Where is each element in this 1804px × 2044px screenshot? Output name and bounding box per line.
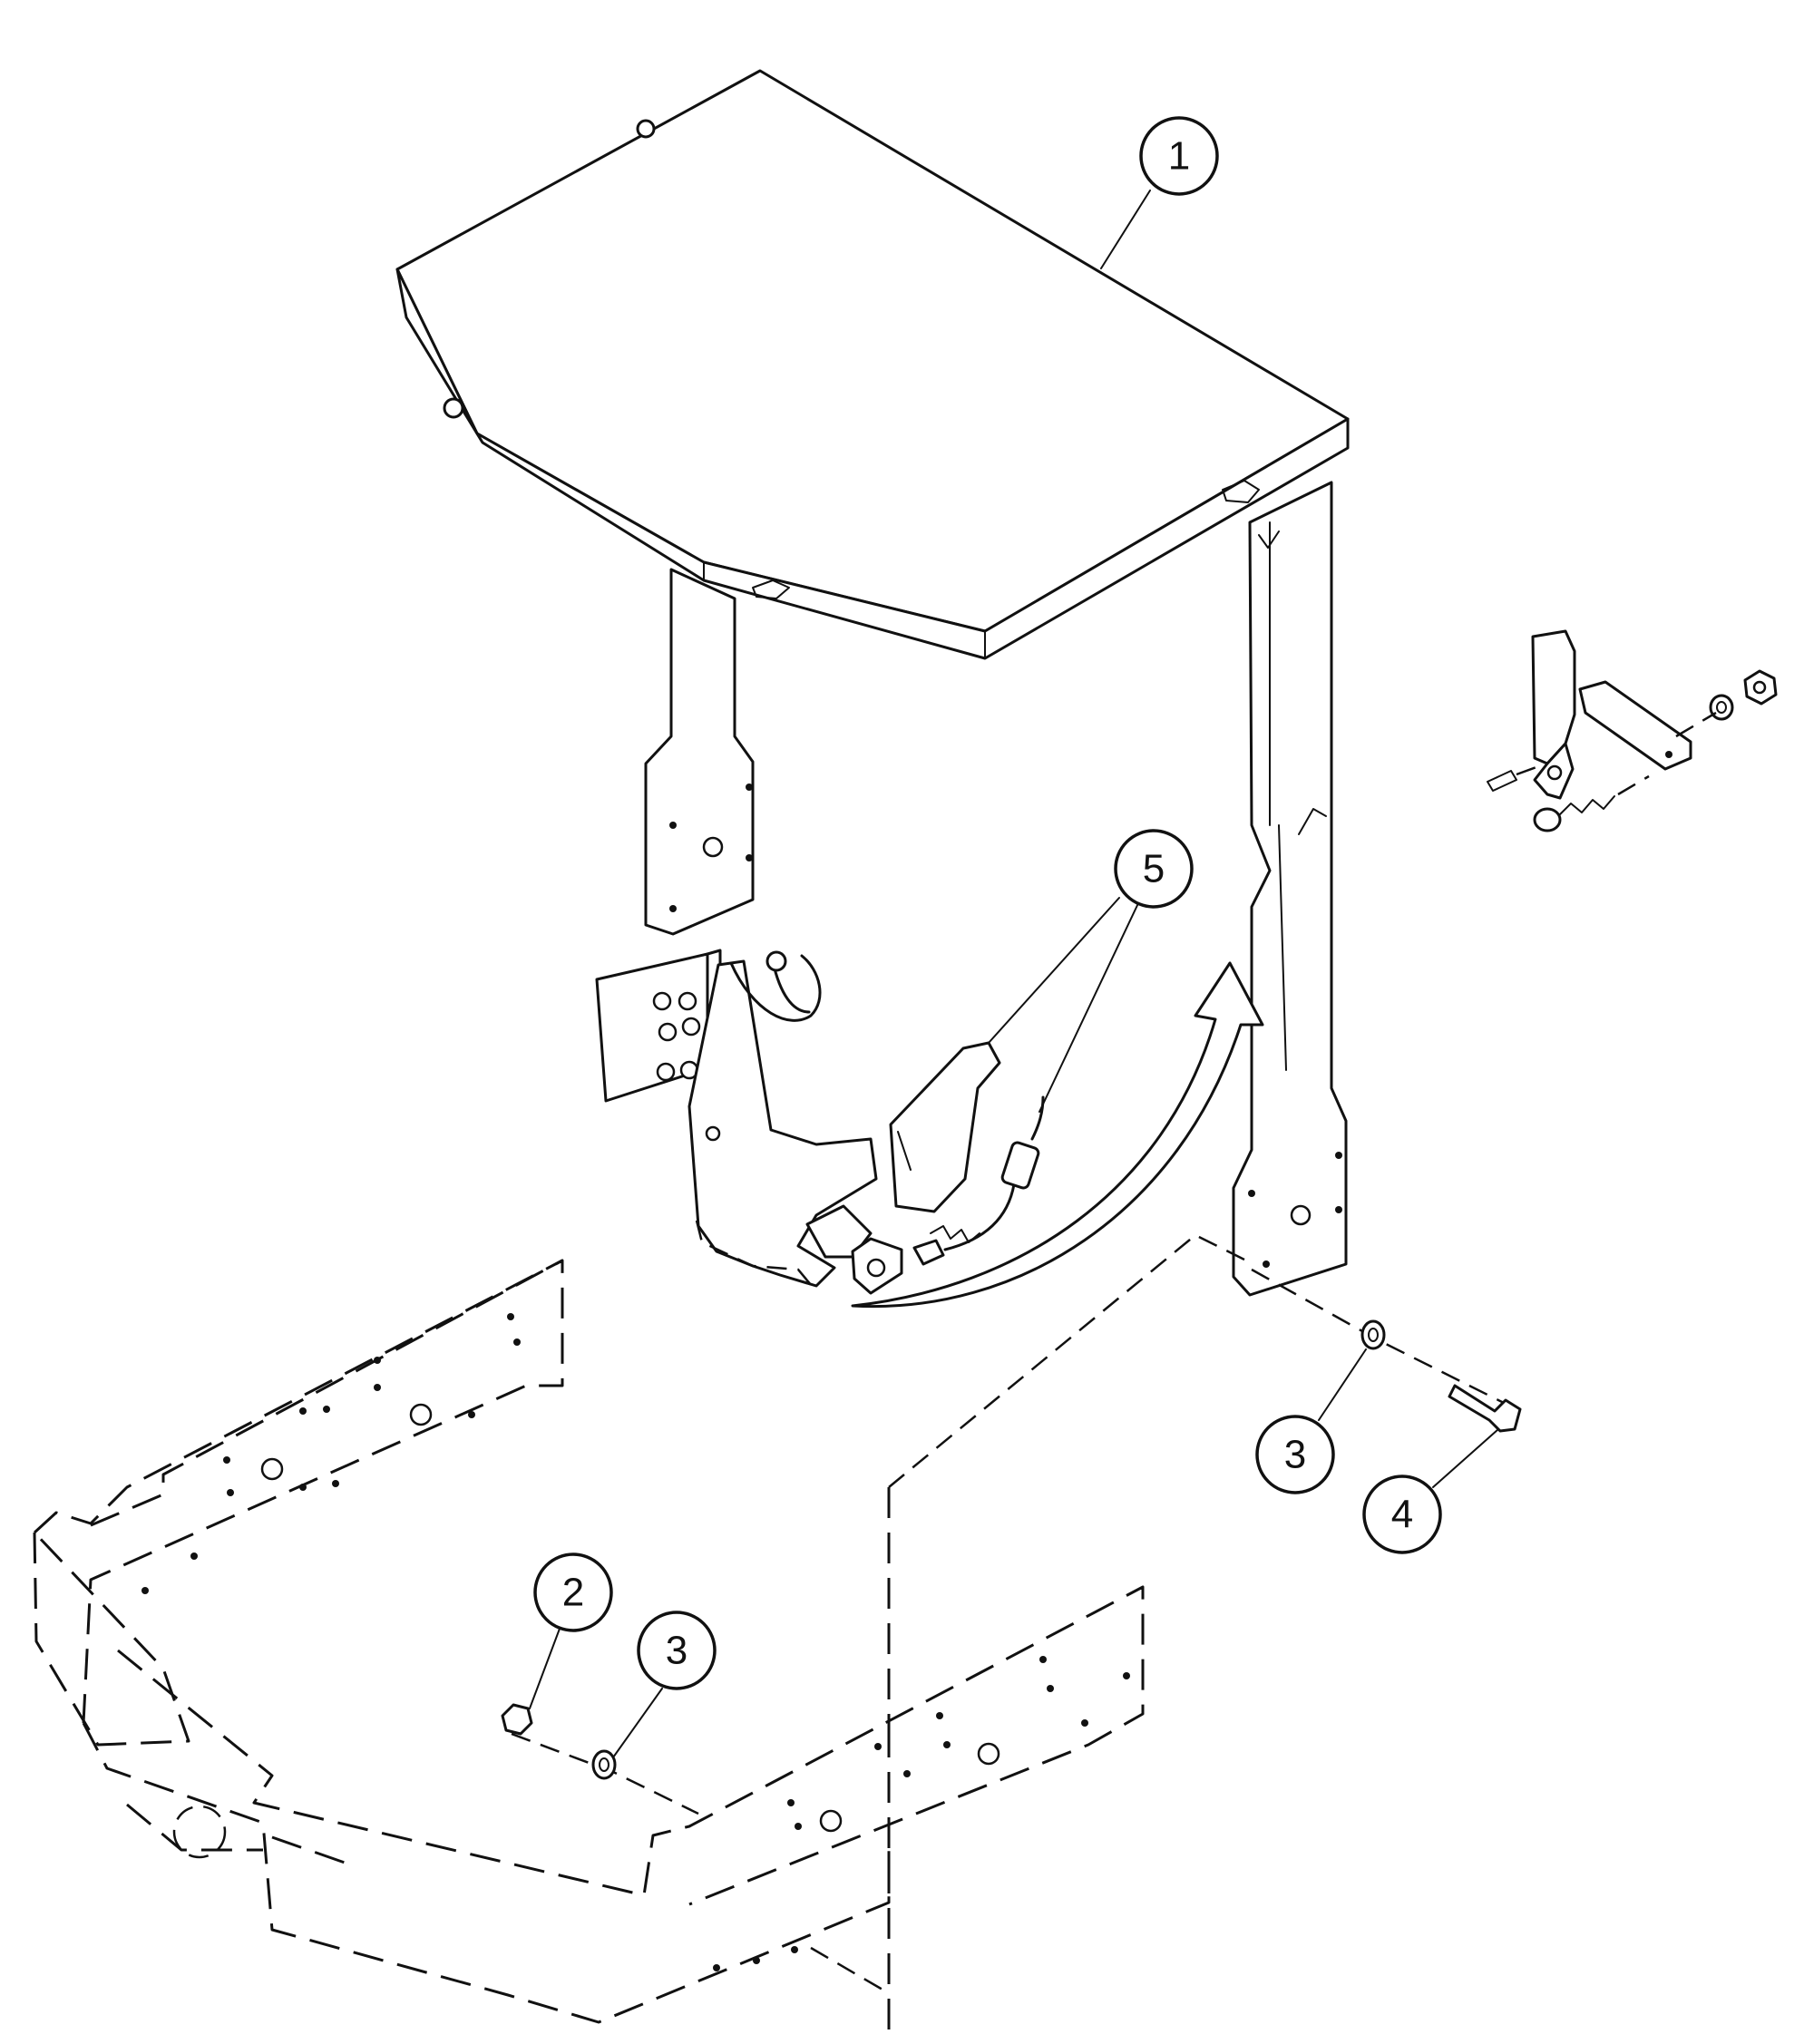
callout-3-lower: 3	[637, 1611, 717, 1690]
callout-5: 5	[1114, 829, 1194, 909]
front-bumper-frame	[33, 1259, 1145, 2044]
left-support-arm	[644, 568, 755, 936]
callout-5-label: 5	[1143, 847, 1165, 891]
callout-3-right-label: 3	[1284, 1433, 1306, 1477]
callout-3-lower-label: 3	[666, 1629, 687, 1673]
latch-mechanism	[595, 949, 1264, 1309]
callout-2: 2	[533, 1552, 613, 1632]
right-support-post	[1232, 481, 1348, 1297]
canopy-panel	[395, 69, 1350, 660]
callout-3-right: 3	[1255, 1415, 1335, 1494]
leader-lines	[529, 190, 1499, 1758]
callout-1-label: 1	[1168, 134, 1190, 179]
callout-1: 1	[1139, 116, 1219, 196]
callout-4-label: 4	[1391, 1493, 1413, 1537]
callout-4: 4	[1362, 1475, 1442, 1554]
callout-2-label: 2	[562, 1571, 584, 1615]
hardware-parts	[501, 1319, 1522, 1780]
latch-bracket-detail	[1487, 629, 1778, 832]
